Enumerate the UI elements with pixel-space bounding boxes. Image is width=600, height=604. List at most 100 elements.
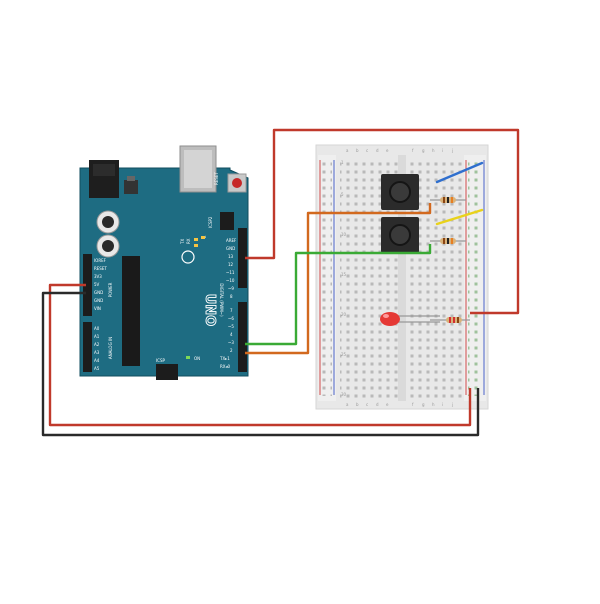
- arduino-uno-board: RESET ICSP2 TX RX L UNO ON ICSP DIGITAL …: [79, 145, 249, 380]
- led-highlight: [383, 314, 389, 318]
- voltage-regulator: [124, 180, 138, 194]
- column-letter: g: [422, 148, 425, 153]
- column-letter: h: [432, 402, 435, 407]
- center-channel: [398, 155, 406, 401]
- row-number: 5: [341, 192, 344, 197]
- resistor-2-band: [443, 238, 445, 244]
- pin-label: A0: [94, 326, 100, 331]
- column-letter: b: [356, 402, 359, 407]
- resistor-1-band: [443, 197, 445, 203]
- pin-label: AREF: [226, 238, 237, 243]
- regulator-tab: [127, 176, 135, 181]
- usb-port-inner: [184, 150, 212, 188]
- pin-label: ~6: [228, 316, 234, 321]
- column-letter: j: [451, 148, 453, 153]
- pin-label: GND: [226, 246, 235, 251]
- pushbutton-1-cap: [389, 181, 411, 203]
- icsp2-header: [220, 212, 234, 230]
- wire-red-5v-to-rail[interactable]: [48, 283, 472, 427]
- wire-black-gnd-to-rail[interactable]: [41, 291, 480, 437]
- resistor-2[interactable]: [430, 238, 466, 244]
- pin-label: 4: [230, 332, 233, 337]
- pin-label: A4: [94, 358, 100, 363]
- column-letter: f: [412, 402, 414, 407]
- power-label: POWER: [108, 282, 113, 297]
- pin-label: ~9: [228, 286, 234, 291]
- resistor-3[interactable]: [430, 317, 470, 323]
- arduino-pcb: [79, 167, 249, 377]
- pin-label: 5V: [94, 282, 100, 287]
- resistor-2-band: [451, 238, 453, 244]
- column-letter: d: [376, 148, 379, 153]
- on-label: ON: [194, 356, 200, 361]
- uno-label: UNO: [202, 294, 217, 327]
- column-letter: i: [442, 402, 443, 407]
- pin-label: 8: [230, 294, 233, 299]
- pin-label: 7: [230, 308, 233, 313]
- pin-label: 13: [228, 254, 234, 259]
- column-letter: e: [386, 148, 389, 153]
- pushbutton-1[interactable]: [381, 174, 419, 210]
- pin-label: A5: [94, 366, 100, 371]
- pushbutton-2-cap: [389, 224, 411, 246]
- pin-label: GND: [94, 298, 103, 303]
- reset-label: RESET: [214, 172, 219, 185]
- column-letter: c: [366, 148, 368, 153]
- wire-red-pin13-to-led[interactable]: [245, 128, 520, 315]
- column-letter: f: [412, 148, 414, 153]
- reset-button[interactable]: [232, 178, 242, 188]
- resistor-3-band: [457, 317, 459, 323]
- rx-led: [194, 244, 198, 247]
- led[interactable]: [380, 312, 440, 326]
- row-number: 20: [341, 312, 347, 317]
- pushbutton-2[interactable]: [381, 217, 419, 253]
- power-header: [83, 254, 92, 316]
- column-letter: e: [386, 402, 389, 407]
- column-letter: d: [376, 402, 379, 407]
- analog-label: ANALOG IN: [108, 337, 113, 359]
- capacitor-1-top: [102, 216, 114, 228]
- left-rail-holes: [322, 160, 332, 396]
- dc-power-jack-inner: [93, 164, 115, 176]
- resistor-1-band: [451, 197, 453, 203]
- wire-orange-pin2-to-button1[interactable]: [245, 203, 432, 355]
- row-number: 30: [341, 392, 347, 397]
- rx-label: RX: [186, 238, 191, 244]
- pin-label: VIN: [94, 306, 101, 311]
- pin-label: RX◂0: [220, 364, 231, 369]
- resistor-1[interactable]: [430, 197, 466, 203]
- column-letter: i: [442, 148, 443, 153]
- icsp-header: [156, 364, 178, 380]
- wire-blue-jumper[interactable]: [435, 161, 484, 184]
- pin-label: RESET: [94, 266, 107, 271]
- digital-header-top: [238, 228, 247, 288]
- row-number: 10: [341, 232, 347, 237]
- capacitor-2-top: [102, 240, 114, 252]
- wire-green-pin3-to-button2[interactable]: [245, 244, 432, 346]
- resistor-3-band: [449, 317, 451, 323]
- row-number: 1: [341, 160, 344, 165]
- pin-label: ~5: [228, 324, 234, 329]
- on-led: [186, 356, 190, 359]
- pin-label: IOREF: [94, 258, 107, 263]
- column-letter: g: [422, 402, 425, 407]
- led-body: [380, 312, 400, 326]
- digital-header-bottom: [238, 302, 247, 372]
- wire-yellow-jumper[interactable]: [435, 208, 484, 226]
- analog-header: [83, 322, 92, 372]
- column-letter: h: [432, 148, 435, 153]
- pin-label: ~11: [226, 270, 235, 275]
- resistor-2-band: [447, 238, 449, 244]
- pin-label: 3V3: [94, 274, 102, 279]
- tx-led: [194, 238, 198, 241]
- pin-label: A1: [94, 334, 100, 339]
- icsp-label: ICSP: [156, 358, 166, 363]
- row-number: 15: [341, 272, 347, 277]
- digital-label: DIGITAL (PWM~): [219, 283, 224, 317]
- tx-label: TX: [180, 239, 185, 245]
- pin-label: A3: [94, 350, 100, 355]
- arduino-logo: [181, 250, 195, 264]
- pin-label: ~10: [226, 278, 235, 283]
- pin-label: A2: [94, 342, 100, 347]
